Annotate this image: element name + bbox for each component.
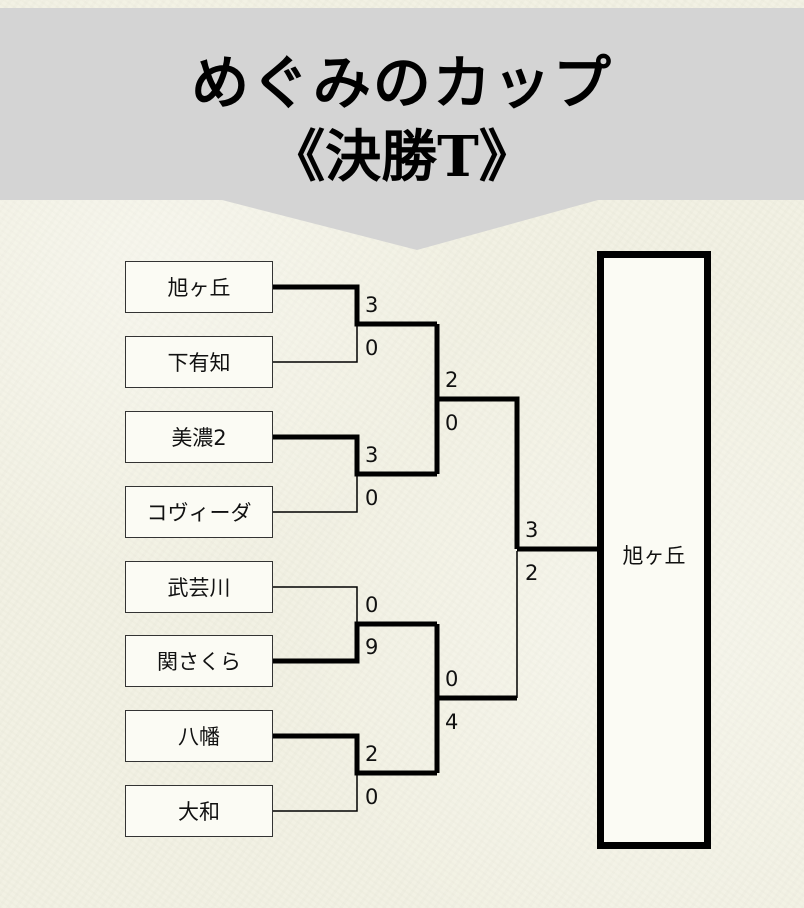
team-box-2: 下有知 <box>125 336 273 388</box>
team-box-8: 大和 <box>125 785 273 837</box>
r1-m3-lose-line <box>273 586 358 626</box>
title-banner: めぐみのカップ 《決勝T》 <box>0 8 804 250</box>
r1-m3-win-line <box>273 621 437 664</box>
score-final-top: 3 <box>525 518 539 542</box>
score-r1-team-4: 0 <box>365 486 379 510</box>
score-r1-team-2: 0 <box>365 336 379 360</box>
team-box-4: コヴィーダ <box>125 486 273 538</box>
team-box-5: 武芸川 <box>125 561 273 613</box>
team-box-7: 八幡 <box>125 710 273 762</box>
r1-m1-lose-line <box>273 322 358 363</box>
score-r1-team-8: 0 <box>365 785 379 809</box>
team-box-1: 旭ヶ丘 <box>125 261 273 313</box>
score-sf1-bottom: 0 <box>445 411 459 435</box>
score-sf2-bottom: 4 <box>445 710 459 734</box>
banner-shape <box>0 8 804 250</box>
score-r1-team-7: 2 <box>365 742 379 766</box>
score-sf2-top: 0 <box>445 667 459 691</box>
sf2-win-line <box>434 695 517 773</box>
score-final-bottom: 2 <box>525 561 539 585</box>
score-sf1-top: 2 <box>445 368 459 392</box>
r1-m2-lose-line <box>273 472 358 513</box>
page-title: めぐみのカップ <box>191 49 613 117</box>
team-box-3: 美濃2 <box>125 411 273 463</box>
team-box-6: 関さくら <box>125 635 273 687</box>
r1-m4-win-line <box>273 733 437 776</box>
r1-m2-win-line <box>273 434 437 477</box>
score-r1-team-5: 0 <box>365 593 379 617</box>
score-r1-team-1: 3 <box>365 293 379 317</box>
champion-box: 旭ヶ丘 <box>597 251 711 849</box>
page-subtitle: 《決勝T》 <box>269 124 535 190</box>
score-r1-team-3: 3 <box>365 443 379 467</box>
score-r1-team-6: 9 <box>365 635 379 659</box>
r1-m4-lose-line <box>273 771 358 812</box>
sf1-win-line <box>434 324 520 549</box>
champion-name: 旭ヶ丘 <box>622 544 686 568</box>
r1-m1-win-line <box>273 284 437 327</box>
